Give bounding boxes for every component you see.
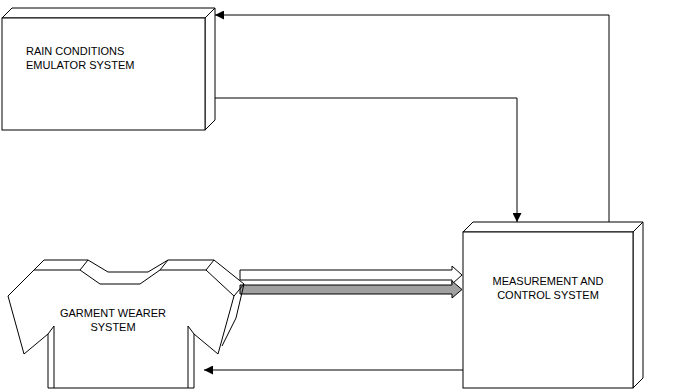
- block-arrow: [240, 281, 462, 298]
- emulator-box: RAIN CONDITIONS EMULATOR SYSTEM: [2, 18, 205, 130]
- block-arrow: [240, 266, 462, 284]
- signal-arrow: [205, 98, 517, 222]
- signal-arrow: [215, 15, 609, 222]
- node-label: MEASUREMENT AND CONTROL SYSTEM: [483, 274, 613, 302]
- box-outline: [463, 232, 633, 388]
- signal-arrow: [204, 370, 463, 371]
- control-box: MEASUREMENT AND CONTROL SYSTEM: [463, 232, 633, 388]
- box-outline: [2, 18, 205, 130]
- node-label: RAIN CONDITIONS EMULATOR SYSTEM: [26, 44, 138, 72]
- garment-shape: GARMENT WEARER SYSTEM: [8, 256, 248, 388]
- node-label: GARMENT WEARER SYSTEM: [58, 306, 168, 334]
